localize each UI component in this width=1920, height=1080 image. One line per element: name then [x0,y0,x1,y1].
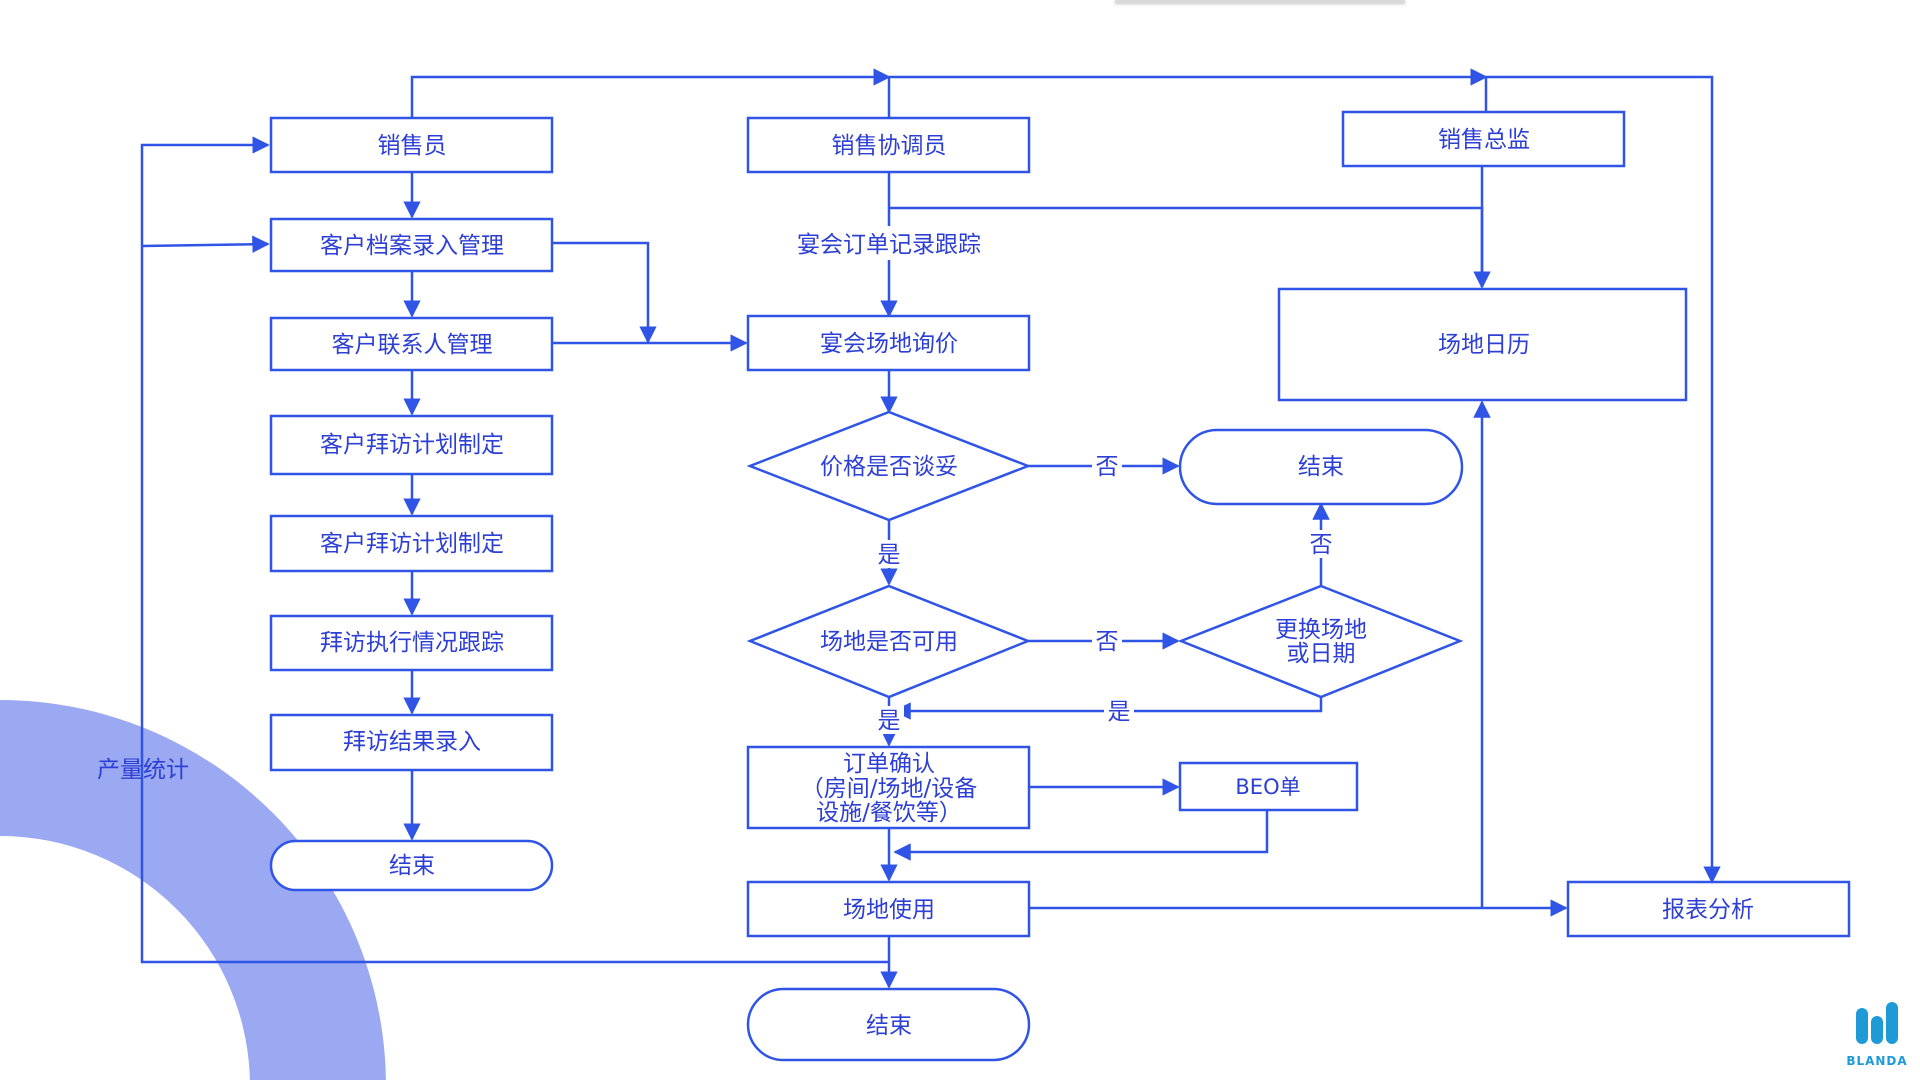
edge-label-output-stats: 产量统计 [97,757,189,783]
top-shadow-bar [1115,0,1405,3]
node-end-left-label: 结束 [389,853,435,879]
edge-label-yes-price: 是 [878,542,901,568]
edge-label-yes-venue: 是 [878,708,901,734]
node-venue-inquiry: 宴会场地询价 [746,314,1031,372]
node-director-label: 销售总监 [1438,127,1530,153]
node-report-analysis-label: 报表分析 [1662,897,1754,923]
node-visit-result-label: 拜访结果录入 [343,729,481,755]
edge-label-no-change: 否 [1310,532,1333,558]
edge-beo-back [893,810,1269,861]
node-customer-contact: 客户联系人管理 [269,316,554,372]
blanda-logo-text: BLANDA [1846,1054,1908,1068]
edge-label-no-venue: 否 [1096,629,1119,655]
node-customer-profile-label: 客户档案录入管理 [320,233,504,259]
edge-profile-join [552,241,657,344]
node-order-confirm-line3: 设施/餐饮等） [816,800,962,826]
node-venue-available-label: 场地是否可用 [820,629,958,655]
node-customer-profile: 客户档案录入管理 [269,217,554,273]
node-visit-plan-2: 客户拜访计划制定 [269,514,554,573]
node-visit-plan-1: 客户拜访计划制定 [269,414,554,476]
node-salesperson: 销售员 [269,116,554,174]
node-venue-calendar-label: 场地日历 [1438,332,1530,358]
node-visit-result: 拜访结果录入 [269,713,554,772]
node-end-right: 结束 [1178,428,1464,506]
edge-top-line [410,68,891,118]
node-order-confirm: 订单确认 （房间/场地/设备 设施/餐饮等） [746,745,1031,830]
node-change-venue-line1: 更换场地 [1275,617,1367,643]
node-order-confirm-line1: 订单确认 [843,751,935,777]
node-end-bottom: 结束 [746,987,1031,1062]
edge-label-banquet-order-tracking: 宴会订单记录跟踪 [797,232,981,258]
node-venue-use: 场地使用 [746,880,1031,938]
node-visit-plan-2-label: 客户拜访计划制定 [320,531,504,557]
edge-label-no-price: 否 [1096,454,1119,480]
node-change-venue-line2: 或日期 [1287,641,1356,667]
node-visit-plan-1-label: 客户拜访计划制定 [320,432,504,458]
node-venue-use-label: 场地使用 [843,897,935,923]
node-venue-available: 场地是否可用 [746,584,1032,699]
node-venue-inquiry-label: 宴会场地询价 [820,331,958,357]
edge-feedback-profile [141,235,270,253]
node-beo: BEO单 [1178,761,1359,812]
node-end-bottom-label: 结束 [866,1013,912,1039]
node-end-right-label: 结束 [1298,454,1344,480]
blanda-logo: BLANDA [1842,998,1912,1072]
node-venue-calendar: 场地日历 [1277,287,1688,402]
node-visit-tracking: 拜访执行情况跟踪 [269,614,554,672]
node-coordinator-label: 销售协调员 [832,133,947,159]
node-order-confirm-line2: （房间/场地/设备 [801,776,978,802]
node-coordinator: 销售协调员 [746,116,1031,174]
blanda-logo-icon [1856,1002,1898,1044]
node-customer-contact-label: 客户联系人管理 [332,332,493,358]
node-visit-tracking-label: 拜访执行情况跟踪 [320,630,504,656]
node-price-ok-label: 价格是否谈妥 [820,454,958,480]
node-director: 销售总监 [1341,110,1626,168]
edge-feedback-stats [140,136,889,964]
node-beo-label: BEO单 [1235,775,1300,799]
edge-change-yes-back [893,697,1323,720]
node-salesperson-label: 销售员 [378,133,447,159]
node-change-venue: 更换场地 或日期 [1177,584,1464,699]
node-price-ok: 价格是否谈妥 [746,410,1032,522]
node-report-analysis: 报表分析 [1566,880,1851,938]
node-end-left: 结束 [269,839,554,892]
edge-label-yes-change: 是 [1108,699,1131,725]
edge-top-line-3 [1486,75,1721,884]
